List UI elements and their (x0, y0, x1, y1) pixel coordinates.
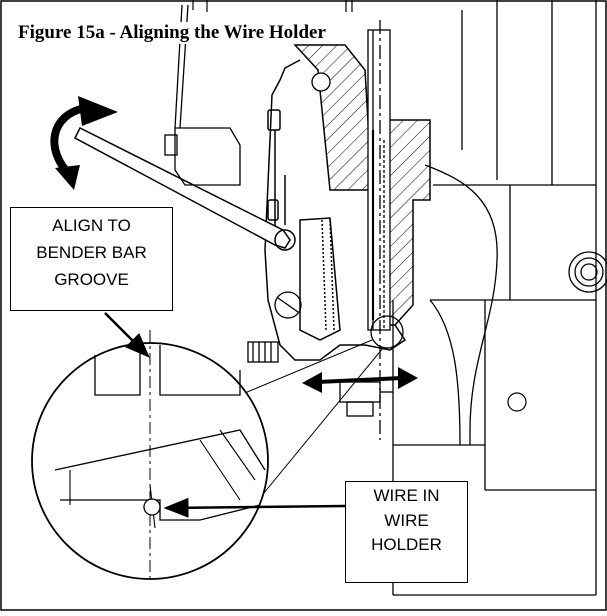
wire-cross-section (143, 498, 161, 516)
reference-hole (507, 392, 527, 412)
hatched-block-upper (293, 44, 373, 191)
hatched-block-right (387, 119, 431, 326)
detail-reference-circle (370, 315, 404, 349)
wire-callout-box: WIRE IN WIRE HOLDER (345, 481, 468, 583)
bottom-nut (339, 381, 393, 417)
magnified-detail (31, 330, 269, 580)
wire-arrow (163, 497, 346, 518)
wire-holder (264, 59, 407, 361)
figure-title: Figure 15a - Aligning the Wire Holder (14, 22, 330, 44)
align-callout-line-2: BENDER BAR (36, 243, 147, 263)
mounting-bolt (568, 251, 607, 293)
leader-detail-lower (249, 347, 384, 511)
wire-callout-line-3: HOLDER (371, 535, 442, 555)
allen-wrench (74, 126, 296, 251)
leader-detail-upper (239, 339, 373, 396)
adjustment-screw (247, 341, 279, 363)
align-callout-line-1: ALIGN TO (52, 216, 131, 235)
holder-screw (274, 291, 302, 319)
align-callout-box: ALIGN TO BENDER BAR GROOVE (10, 207, 173, 311)
lateral-adjustment-arrow (302, 367, 418, 393)
top-pins (192, 0, 353, 12)
wire-callout-line-2: WIRE (384, 510, 429, 530)
rotation-arrow (50, 96, 118, 190)
align-callout-line-3: GROOVE (54, 270, 129, 290)
guard-contour (424, 164, 498, 446)
align-arrow (104, 312, 150, 358)
bender-bar (367, 20, 391, 440)
wire-callout-line-1: WIRE IN (373, 486, 440, 505)
machine-frame-right (392, 0, 597, 596)
